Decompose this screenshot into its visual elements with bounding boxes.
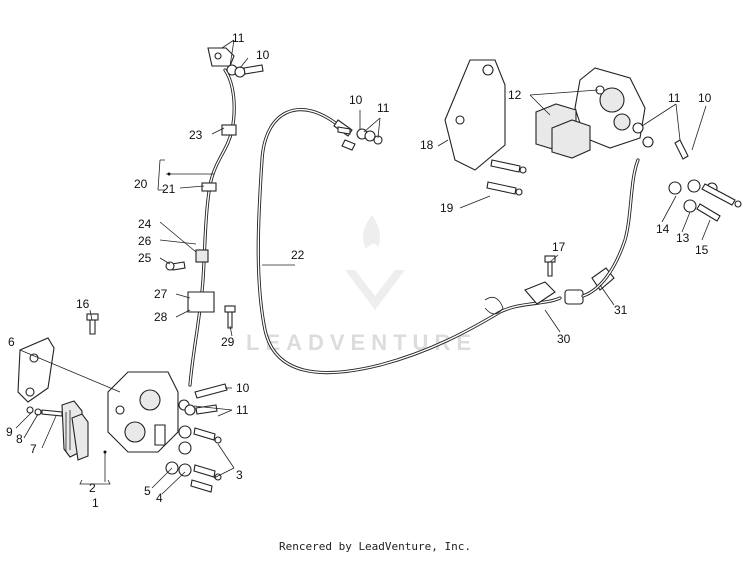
- callout-11c: 11: [377, 101, 390, 115]
- callout-31: 31: [614, 303, 628, 317]
- bracket-18: [444, 59, 506, 171]
- caliper: [107, 371, 179, 453]
- callout-16: 16: [76, 297, 90, 311]
- callout-14: 14: [656, 222, 670, 236]
- callout-8: 8: [16, 432, 23, 446]
- pads-12: [535, 103, 591, 159]
- callout-13: 13: [676, 231, 690, 245]
- callout-25: 25: [138, 251, 152, 265]
- callout-26: 26: [138, 234, 152, 248]
- bracket-6: [17, 337, 55, 403]
- callout-10c: 10: [349, 93, 363, 107]
- callout-21: 21: [162, 182, 176, 196]
- callout-10d: 10: [698, 91, 712, 105]
- callout-27: 27: [154, 287, 168, 301]
- callout-18: 18: [420, 138, 434, 152]
- callout-30: 30: [557, 332, 571, 346]
- callout-28: 28: [154, 310, 168, 324]
- callout-19: 19: [440, 201, 454, 215]
- callout-9: 9: [6, 425, 13, 439]
- callout-labels: 11 10 23 20 21 24 26 25 27 28 29 10 11 1…: [6, 31, 712, 510]
- callout-11d: 11: [668, 91, 681, 105]
- callout-20: 20: [134, 177, 148, 191]
- callout-10a: 10: [256, 48, 270, 62]
- callout-3: 3: [236, 468, 243, 482]
- callout-17: 17: [552, 240, 566, 254]
- upper-hose-fitting: [207, 47, 264, 78]
- watermark-logo: [345, 215, 405, 310]
- callout-4: 4: [156, 491, 163, 505]
- callout-11a: 11: [232, 31, 245, 45]
- callout-5: 5: [144, 484, 151, 498]
- caliper-12: [574, 67, 646, 149]
- callout-2: 2: [89, 481, 96, 495]
- callout-29: 29: [221, 335, 235, 349]
- callout-7: 7: [30, 442, 37, 456]
- callout-12: 12: [508, 88, 522, 102]
- callout-23: 23: [189, 128, 203, 142]
- watermark-text: LEADVENTURE: [246, 330, 477, 355]
- callout-1: 1: [92, 496, 99, 510]
- callout-10b: 10: [236, 381, 250, 395]
- callout-11b: 11: [236, 403, 249, 417]
- leader-lines: [15, 39, 711, 495]
- callout-24: 24: [138, 217, 152, 231]
- callout-15: 15: [695, 243, 709, 257]
- footer-credit: Rencered by LeadVenture, Inc.: [278, 540, 472, 553]
- brake-pads: [61, 400, 89, 461]
- callout-6: 6: [8, 335, 15, 349]
- callout-22: 22: [291, 248, 305, 262]
